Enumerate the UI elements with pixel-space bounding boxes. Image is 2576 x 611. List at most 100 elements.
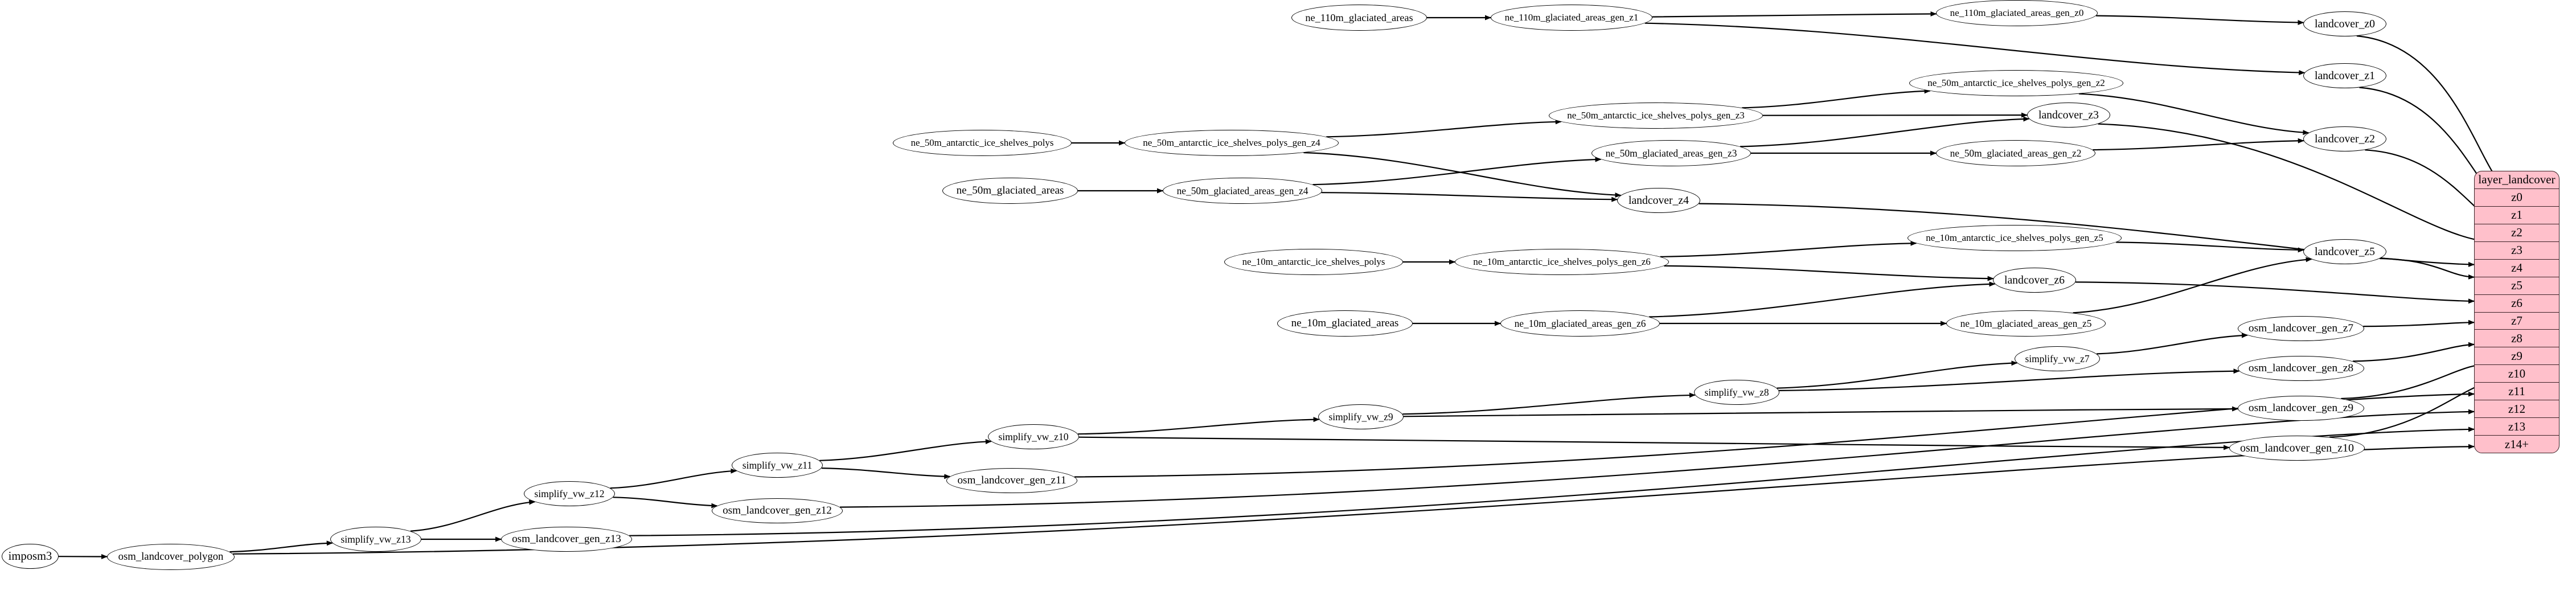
table-node-row-z8[interactable]: z8	[2475, 329, 2559, 347]
table-node-row-z13[interactable]: z13	[2475, 417, 2559, 435]
graph-node-osm_landcover_gen_z8[interactable]: osm_landcover_gen_z8	[2238, 356, 2364, 381]
graph-node-ne_110m_glaciated_areas[interactable]: ne_110m_glaciated_areas	[1291, 5, 1427, 31]
graph-node-label: ne_50m_antarctic_ice_shelves_polys_gen_z…	[1927, 77, 2105, 88]
graph-edge	[2078, 93, 2310, 136]
table-node-row-z12[interactable]: z12	[2475, 400, 2559, 417]
graph-edge	[2356, 35, 2509, 190]
graph-node-label: landcover_z4	[1628, 194, 1689, 207]
graph-edge	[821, 468, 951, 479]
graph-edge	[1652, 11, 1937, 18]
graph-node-ne_50m_antarctic_ice_shelves_polys_gen_z4[interactable]: ne_50m_antarctic_ice_shelves_polys_gen_z…	[1125, 130, 1339, 156]
graph-node-osm_landcover_gen_z7[interactable]: osm_landcover_gen_z7	[2238, 316, 2364, 341]
graph-edge	[629, 427, 2475, 536]
graph-node-landcover_z1[interactable]: landcover_z1	[2303, 63, 2386, 88]
graph-node-label: ne_10m_glaciated_areas_gen_z5	[1960, 317, 2092, 329]
graph-node-label: ne_50m_glaciated_areas_gen_z4	[1176, 184, 1308, 196]
graph-node-landcover_z4[interactable]: landcover_z4	[1617, 188, 1700, 213]
table-node-row-z7[interactable]: z7	[2475, 311, 2559, 330]
graph-node-ne_10m_glaciated_areas_gen_z6[interactable]: ne_10m_glaciated_areas_gen_z6	[1500, 310, 1660, 337]
graph-node-ne_50m_antarctic_ice_shelves_polys_gen_z2[interactable]: ne_50m_antarctic_ice_shelves_polys_gen_z…	[1909, 70, 2123, 96]
graph-node-label: ne_10m_antarctic_ice_shelves_polys	[1242, 256, 1385, 267]
table-node-row-z11[interactable]: z11	[2475, 382, 2559, 400]
graph-node-label: ne_110m_glaciated_areas	[1305, 11, 1413, 23]
graph-node-label: osm_landcover_gen_z12	[723, 505, 832, 516]
graph-node-label: simplify_vw_z9	[1328, 411, 1393, 423]
graph-node-label: simplify_vw_z8	[1704, 386, 1769, 398]
table-node-row-z0[interactable]: z0	[2475, 188, 2559, 206]
table-node-row-z10[interactable]: z10	[2475, 364, 2559, 382]
graph-node-ne_10m_glaciated_areas_gen_z5[interactable]: ne_10m_glaciated_areas_gen_z5	[1946, 310, 2106, 337]
table-node-row-z3[interactable]: z3	[2475, 241, 2559, 259]
graph-node-simplify_vw_z12[interactable]: simplify_vw_z12	[524, 481, 615, 506]
graph-node-label: ne_50m_glaciated_areas_gen_z3	[1605, 147, 1737, 159]
graph-node-ne_10m_antarctic_ice_shelves_polys_gen_z5[interactable]: ne_10m_antarctic_ice_shelves_polys_gen_z…	[1908, 225, 2122, 251]
graph-node-label: ne_110m_glaciated_areas_gen_z0	[1950, 7, 2084, 18]
graph-node-osm_landcover_gen_z11[interactable]: osm_landcover_gen_z11	[946, 468, 1077, 493]
table-node-row-z9[interactable]: z9	[2475, 347, 2559, 364]
graph-edge	[1649, 281, 1996, 318]
graph-edge	[1078, 417, 1320, 435]
graph-node-ne_50m_glaciated_areas_gen_z4[interactable]: ne_50m_glaciated_areas_gen_z4	[1163, 178, 1322, 204]
graph-node-label: landcover_z3	[2038, 108, 2099, 121]
graph-node-ne_10m_antarctic_ice_shelves_polys[interactable]: ne_10m_antarctic_ice_shelves_polys	[1224, 249, 1403, 275]
graph-node-ne_50m_antarctic_ice_shelves_polys_gen_z3[interactable]: ne_50m_antarctic_ice_shelves_polys_gen_z…	[1549, 102, 1763, 129]
graph-edge	[2341, 363, 2481, 400]
graph-node-label: ne_50m_antarctic_ice_shelves_polys_gen_z…	[1143, 137, 1320, 148]
graph-node-osm_landcover_gen_z10[interactable]: osm_landcover_gen_z10	[2229, 436, 2365, 461]
graph-node-simplify_vw_z8[interactable]: simplify_vw_z8	[1694, 380, 1779, 405]
table-node-row-z4[interactable]: z4	[2475, 259, 2559, 277]
table-node-row-z6[interactable]: z6	[2475, 294, 2559, 312]
graph-edge	[2116, 241, 2304, 253]
graph-edge	[1762, 112, 2028, 118]
graph-node-osm_landcover_gen_z13[interactable]: osm_landcover_gen_z13	[501, 527, 632, 552]
graph-node-label: landcover_z2	[2314, 132, 2376, 145]
graph-node-ne_50m_glaciated_areas_gen_z3[interactable]: ne_50m_glaciated_areas_gen_z3	[1591, 140, 1751, 166]
graph-node-osm_landcover_gen_z12[interactable]: osm_landcover_gen_z12	[712, 498, 843, 523]
graph-edge	[2098, 123, 2488, 244]
graph-node-simplify_vw_z10[interactable]: simplify_vw_z10	[988, 424, 1079, 449]
graph-node-ne_50m_glaciated_areas[interactable]: ne_50m_glaciated_areas	[942, 178, 1078, 204]
graph-node-ne_10m_glaciated_areas[interactable]: ne_10m_glaciated_areas	[1277, 310, 1413, 337]
graph-edge	[1779, 368, 2240, 391]
graph-node-landcover_z3[interactable]: landcover_z3	[2027, 102, 2110, 128]
graph-node-ne_110m_glaciated_areas_gen_z0[interactable]: ne_110m_glaciated_areas_gen_z0	[1936, 0, 2098, 26]
graph-node-simplify_vw_z9[interactable]: simplify_vw_z9	[1318, 404, 1404, 429]
graph-node-label: landcover_z6	[2004, 273, 2065, 286]
graph-node-osm_landcover_gen_z9[interactable]: osm_landcover_gen_z9	[2238, 396, 2364, 421]
graph-edge	[610, 468, 737, 489]
graph-node-label: simplify_vw_z13	[341, 533, 411, 545]
graph-node-imposm3[interactable]: imposm3	[2, 544, 59, 569]
graph-node-simplify_vw_z13[interactable]: simplify_vw_z13	[330, 527, 421, 552]
table-node-row-z14+[interactable]: z14+	[2475, 435, 2559, 453]
graph-node-label: ne_10m_glaciated_areas	[1291, 317, 1399, 329]
graph-node-simplify_vw_z7[interactable]: simplify_vw_z7	[2015, 346, 2100, 371]
graph-node-label: osm_landcover_gen_z9	[2248, 402, 2354, 414]
graph-node-label: osm_landcover_polygon	[118, 551, 224, 563]
graph-node-landcover_z6[interactable]: landcover_z6	[1993, 268, 2076, 293]
graph-node-label: ne_50m_antarctic_ice_shelves_polys	[910, 137, 1054, 148]
graph-edge	[1777, 360, 2018, 389]
graph-edge	[819, 439, 992, 461]
graph-node-label: ne_50m_glaciated_areas_gen_z2	[1950, 147, 2082, 159]
graph-node-ne_110m_glaciated_areas_gen_z1[interactable]: ne_110m_glaciated_areas_gen_z1	[1491, 5, 1652, 31]
graph-node-label: ne_50m_glaciated_areas	[956, 184, 1064, 196]
graph-edge	[2363, 319, 2475, 327]
graph-node-landcover_z2[interactable]: landcover_z2	[2303, 126, 2386, 151]
graph-node-osm_landcover_polygon[interactable]: osm_landcover_polygon	[107, 544, 235, 570]
graph-node-label: landcover_z1	[2314, 69, 2376, 82]
table-node-row-z5[interactable]: z5	[2475, 276, 2559, 294]
graph-edge	[839, 409, 2475, 508]
table-node-row-z1[interactable]: z1	[2475, 206, 2559, 224]
table-node-row-z2[interactable]: z2	[2475, 223, 2559, 241]
graph-edge	[229, 540, 333, 553]
graph-node-landcover_z0[interactable]: landcover_z0	[2303, 11, 2386, 36]
graph-node-ne_50m_antarctic_ice_shelves_polys[interactable]: ne_50m_antarctic_ice_shelves_polys	[893, 130, 1072, 156]
graph-node-simplify_vw_z11[interactable]: simplify_vw_z11	[732, 453, 823, 478]
graph-node-label: osm_landcover_gen_z11	[957, 474, 1067, 486]
graph-edge	[1742, 88, 1931, 109]
graph-node-landcover_z5[interactable]: landcover_z5	[2303, 239, 2386, 264]
graph-node-ne_50m_glaciated_areas_gen_z2[interactable]: ne_50m_glaciated_areas_gen_z2	[1936, 140, 2095, 166]
graph-node-ne_10m_antarctic_ice_shelves_polys_gen_z6[interactable]: ne_10m_antarctic_ice_shelves_polys_gen_z…	[1455, 249, 1669, 275]
